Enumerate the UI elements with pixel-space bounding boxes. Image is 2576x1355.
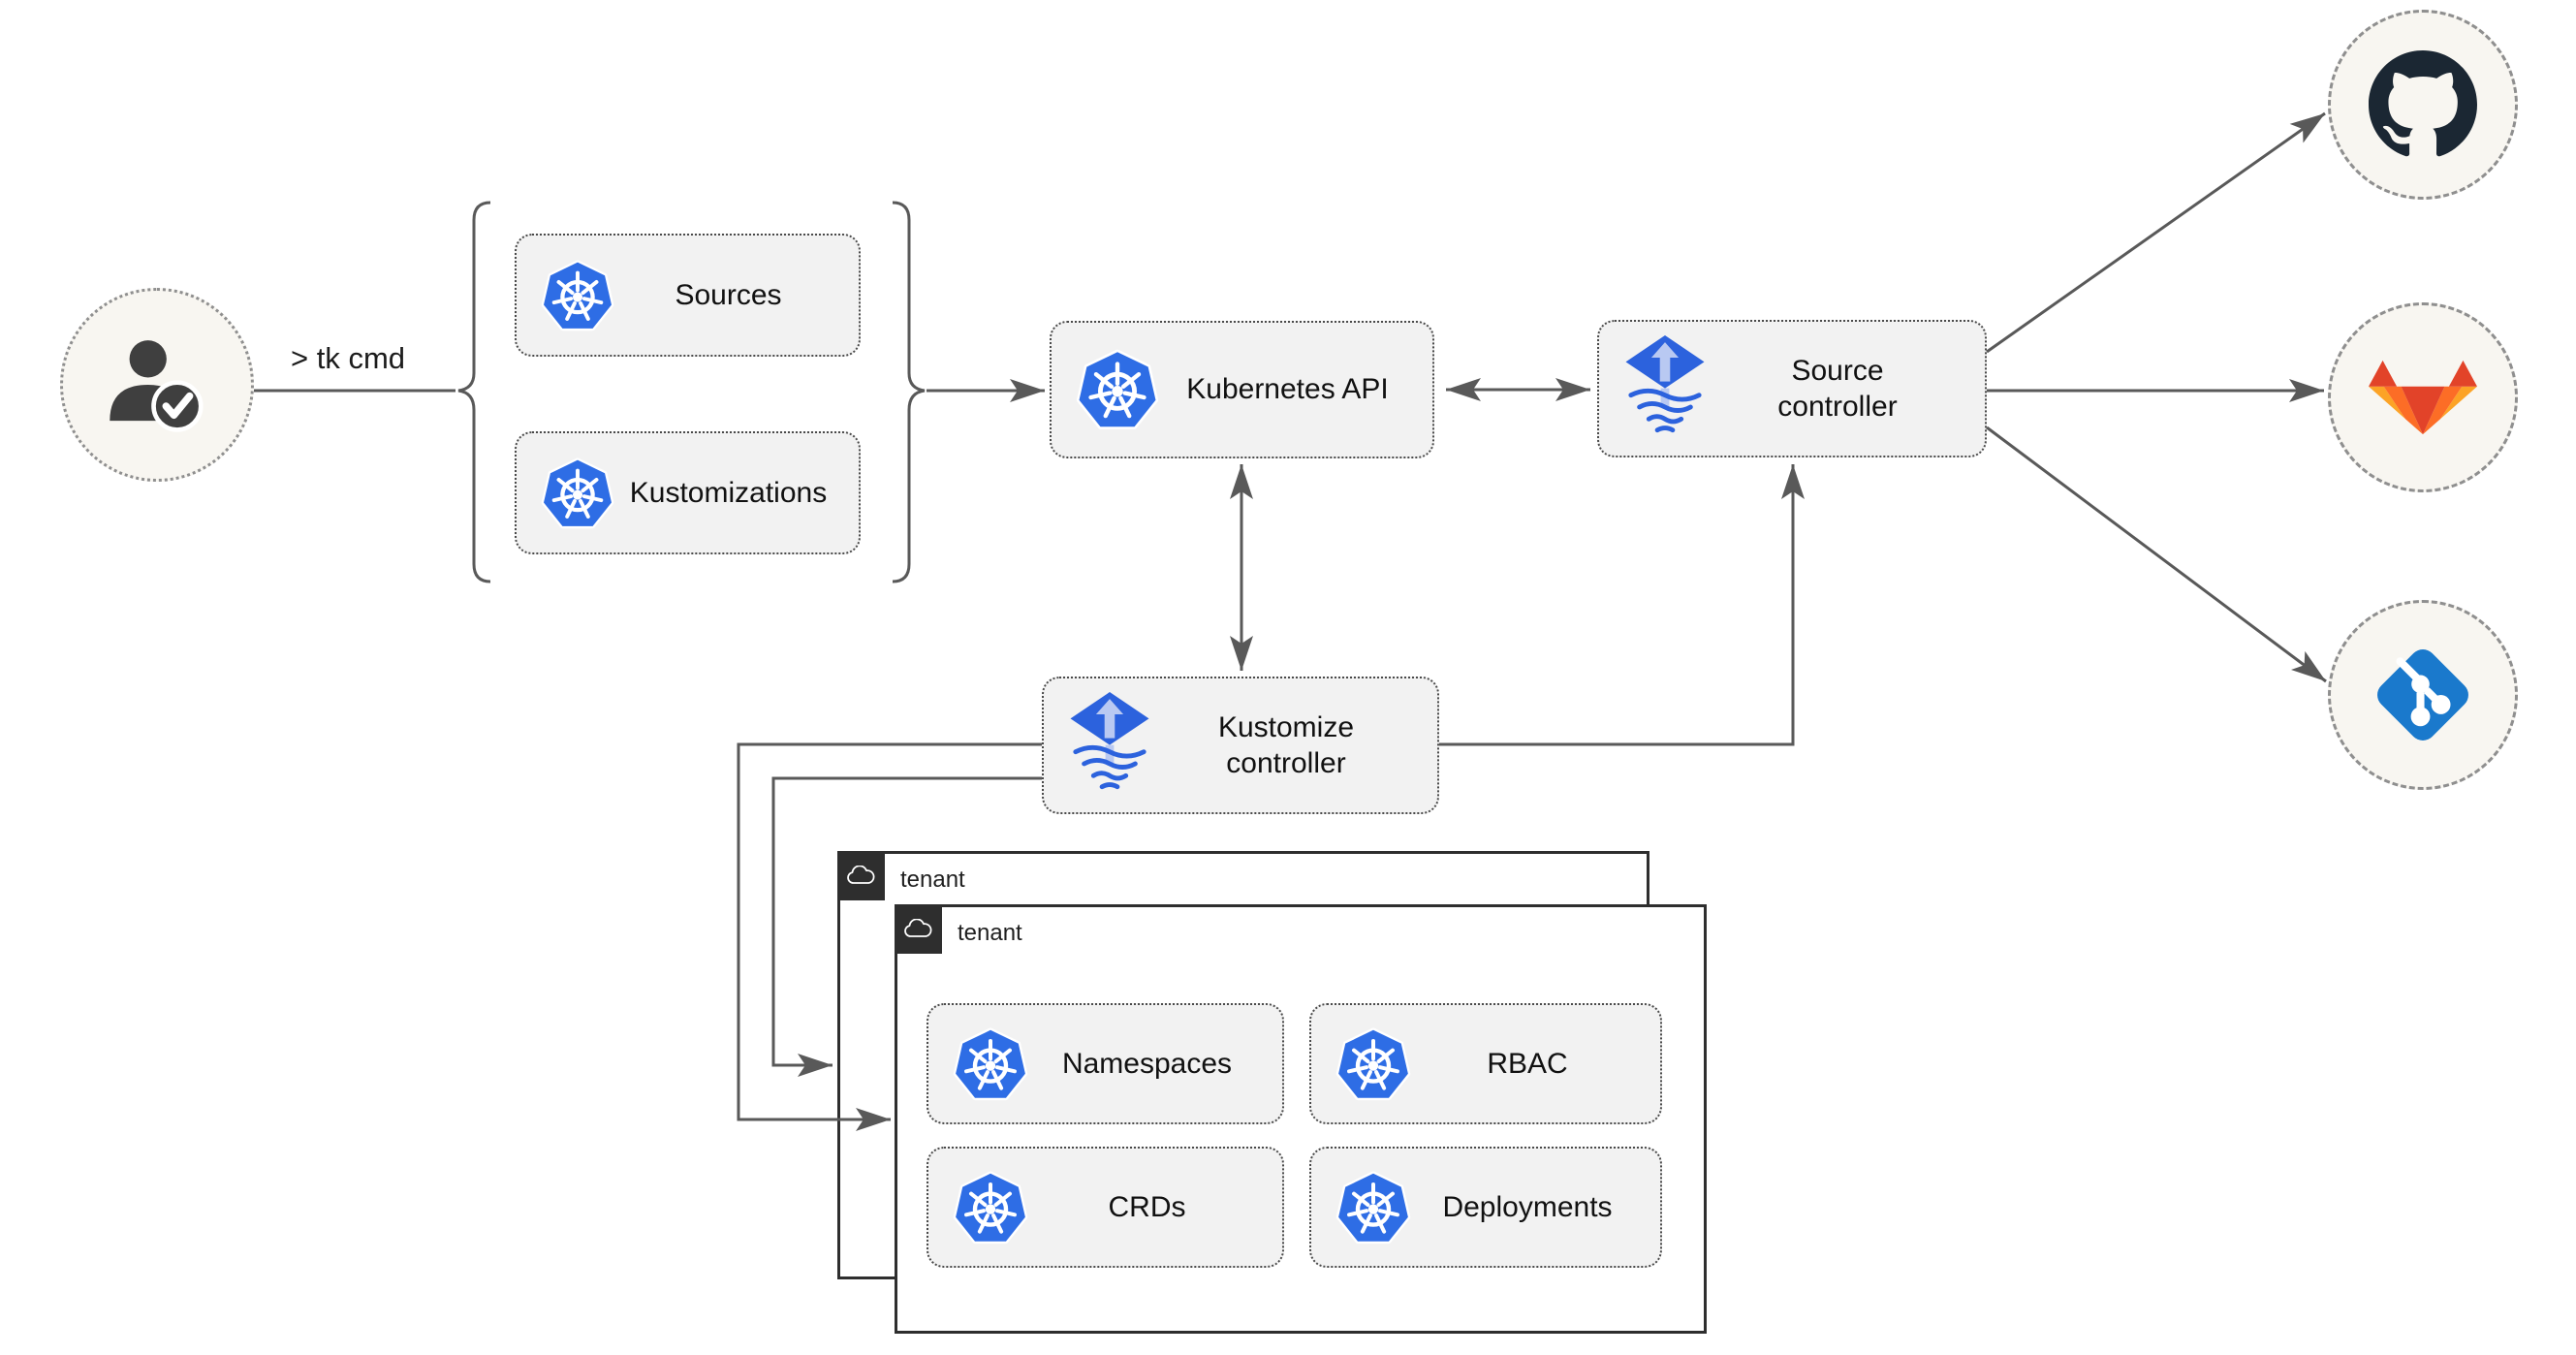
github-provider bbox=[2328, 10, 2518, 200]
tenant-label: tenant bbox=[900, 867, 965, 893]
kubernetes-icon bbox=[1335, 1025, 1412, 1103]
tenant-box-front: tenant Namespaces RBAC CRDs Deployments bbox=[895, 904, 1707, 1334]
tenant-tab bbox=[895, 904, 942, 954]
kubernetes-icon bbox=[1075, 347, 1160, 432]
node-sources: Sources bbox=[515, 234, 861, 357]
tenant-label: tenant bbox=[958, 920, 1022, 946]
node-namespaces-label: Namespaces bbox=[1061, 1047, 1233, 1080]
node-crds-label: CRDs bbox=[1108, 1190, 1186, 1223]
gitlab-provider bbox=[2328, 302, 2518, 492]
node-rbac-label: RBAC bbox=[1487, 1047, 1568, 1080]
node-deployments: Deployments bbox=[1309, 1147, 1662, 1268]
tenant-tab bbox=[837, 851, 885, 900]
git-provider bbox=[2328, 600, 2518, 790]
node-source-controller: Source controller bbox=[1597, 320, 1987, 457]
cloud-icon bbox=[903, 919, 934, 940]
kubernetes-icon bbox=[540, 456, 615, 531]
edge-source-git bbox=[1986, 425, 2327, 683]
git-icon bbox=[2363, 635, 2483, 755]
github-icon bbox=[2369, 50, 2477, 159]
cloud-icon bbox=[846, 866, 877, 887]
node-source-controller-label: Source controller bbox=[1777, 354, 1898, 424]
node-kubernetes-api-label: Kubernetes API bbox=[1186, 373, 1389, 406]
flux-icon bbox=[1067, 692, 1152, 800]
node-crds: CRDs bbox=[927, 1147, 1284, 1268]
kubernetes-icon bbox=[952, 1169, 1029, 1246]
kubernetes-icon bbox=[1335, 1169, 1412, 1246]
cli-command-label: > tk cmd bbox=[291, 341, 406, 375]
user-check-icon bbox=[101, 329, 213, 441]
node-kustomize-controller: Kustomize controller bbox=[1042, 677, 1439, 814]
node-deployments-label: Deployments bbox=[1442, 1190, 1613, 1223]
left-brace bbox=[457, 201, 491, 583]
edge-source-github bbox=[1986, 111, 2326, 354]
node-kustomizations: Kustomizations bbox=[515, 431, 861, 554]
user-avatar bbox=[60, 288, 254, 482]
node-namespaces: Namespaces bbox=[927, 1003, 1284, 1124]
node-kustomize-controller-label: Kustomize controller bbox=[1217, 710, 1355, 780]
node-kustomizations-label: Kustomizations bbox=[629, 476, 828, 509]
edge-kustomize-source bbox=[1439, 464, 1805, 746]
right-brace bbox=[892, 201, 926, 583]
gitlab-icon bbox=[2369, 360, 2477, 435]
kubernetes-icon bbox=[952, 1025, 1029, 1103]
node-rbac: RBAC bbox=[1309, 1003, 1662, 1124]
node-kubernetes-api: Kubernetes API bbox=[1050, 321, 1434, 458]
kubernetes-icon bbox=[540, 258, 615, 333]
node-sources-label: Sources bbox=[675, 278, 782, 311]
flux-icon bbox=[1622, 335, 1708, 443]
